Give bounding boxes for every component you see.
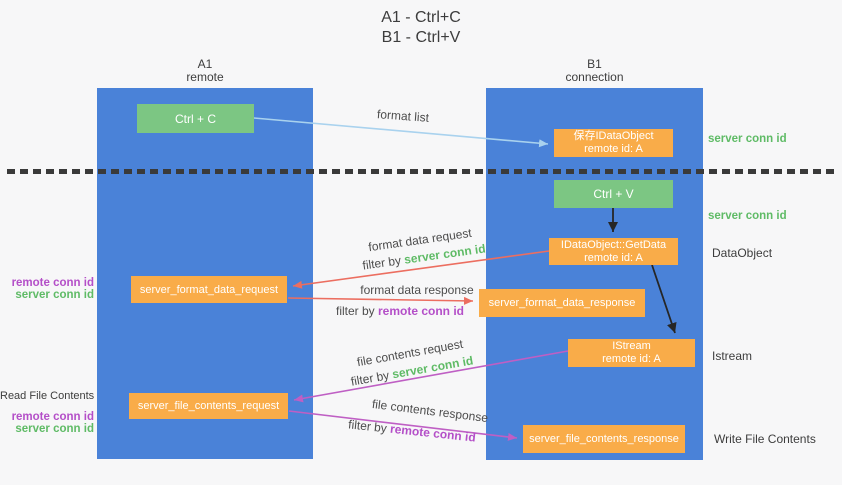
box-server-format-data-response-label: server_format_data_response — [488, 297, 636, 309]
left-bottom-remote-conn-id: remote conn id — [11, 411, 94, 423]
box-save-idataobject-line2: remote id: A — [584, 143, 643, 155]
label-format-data-response-text: format data response — [360, 283, 474, 297]
header-b1: B1 connection — [486, 58, 703, 84]
label-read-file-contents: Read File Contents — [0, 390, 94, 402]
header-b1-subtitle: connection — [565, 70, 624, 84]
label-server-conn-id-1: server conn id — [708, 133, 787, 145]
box-server-file-contents-response-label: server_file_contents_response — [529, 433, 679, 445]
label-format-list: format list — [377, 107, 430, 125]
dashed-separator-line — [7, 169, 836, 174]
left-bottom-server-conn-id: server conn id — [15, 423, 94, 435]
box-ctrl-v-label: Ctrl + V — [593, 187, 634, 201]
box-istream-line1: IStream — [612, 340, 651, 352]
label-format-data-response: format data response — [360, 283, 473, 297]
box-server-file-contents-response: server_file_contents_response — [523, 425, 685, 453]
left-conn-ids-bottom: remote conn id server conn id — [0, 411, 94, 435]
label-format-list-text: format list — [376, 107, 430, 125]
box-server-format-data-response: server_format_data_response — [479, 289, 645, 317]
filter-by-text-1: filter by — [361, 252, 406, 273]
box-idataobject-getdata: IDataObject::GetData remote id: A — [549, 238, 678, 265]
box-server-file-contents-request-label: server_file_contents_request — [137, 400, 280, 412]
read-file-contents-text: Read File Contents — [0, 390, 95, 402]
right-server-conn-id-2-text: server conn id — [708, 210, 787, 222]
title-line-2: B1 - Ctrl+V — [381, 29, 461, 46]
box-save-idataobject-line1: 保存IDataObject — [573, 130, 654, 142]
dataobject-text: DataObject — [712, 246, 773, 260]
header-b1-name: B1 — [587, 57, 602, 71]
box-idataobject-getdata-line1: IDataObject::GetData — [560, 238, 667, 251]
box-server-file-contents-request: server_file_contents_request — [129, 393, 288, 419]
label-server-conn-id-2: server conn id — [708, 210, 787, 222]
title-line-1: A1 - Ctrl+C — [381, 9, 461, 26]
left-conn-ids-top: remote conn id server conn id — [0, 277, 94, 301]
box-server-format-data-request-label: server_format_data_request — [139, 283, 279, 296]
box-istream-line2: remote id: A — [602, 353, 661, 365]
label-dataobject: DataObject — [712, 246, 772, 260]
remote-conn-id-text-2: remote conn id — [389, 421, 477, 445]
label-filter-remote-conn-1: filter by remote conn id — [336, 304, 464, 318]
label-istream: Istream — [712, 349, 752, 363]
header-a1-name: A1 — [197, 57, 213, 71]
filter-by-text-4: filter by — [347, 417, 391, 436]
box-ctrl-c: Ctrl + C — [137, 104, 254, 133]
istream-text: Istream — [712, 349, 753, 363]
box-server-format-data-request: server_format_data_request — [131, 276, 287, 303]
box-save-idataobject: 保存IDataObject remote id: A — [554, 129, 673, 157]
page-title: A1 - Ctrl+C B1 - Ctrl+V — [0, 8, 842, 48]
header-a1: A1 remote — [97, 58, 313, 84]
box-ctrl-c-label: Ctrl + C — [174, 111, 216, 126]
box-idataobject-getdata-line2: remote id: A — [584, 251, 643, 264]
left-top-remote-conn-id: remote conn id — [11, 277, 94, 289]
label-write-file-contents: Write File Contents — [714, 432, 816, 446]
header-a1-subtitle: remote — [186, 70, 224, 84]
box-istream: IStream remote id: A — [568, 339, 695, 367]
filter-by-text-3: filter by — [349, 367, 394, 389]
arrow-format-data-response — [287, 296, 474, 305]
box-ctrl-v: Ctrl + V — [554, 180, 673, 208]
filter-by-text-2: filter by — [335, 304, 378, 318]
write-file-contents-text: Write File Contents — [714, 432, 816, 446]
right-server-conn-id-1-text: server conn id — [708, 133, 787, 145]
left-top-server-conn-id: server conn id — [15, 289, 94, 301]
remote-conn-id-text-1: remote conn id — [378, 304, 465, 318]
